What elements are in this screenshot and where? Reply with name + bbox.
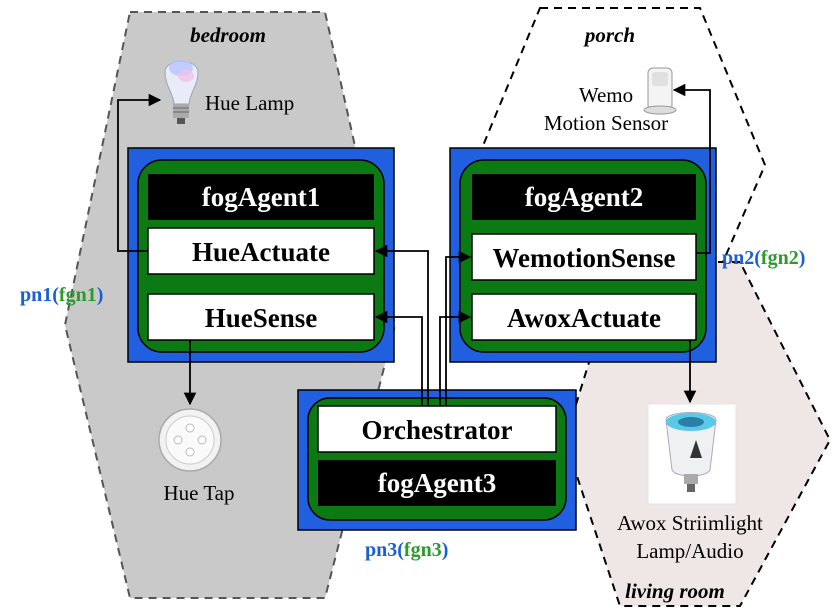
huesense-component <box>147 293 375 341</box>
arrow-wemo-link <box>672 83 711 254</box>
fogagent2-title: fogAgent2 <box>525 182 643 212</box>
hue-lamp-icon <box>164 60 199 124</box>
wemotionsense-label: WemotionSense <box>492 243 675 273</box>
arrow-orch-to-awox <box>439 310 472 406</box>
awoxactuate-component <box>471 293 697 341</box>
bedroom-label: bedroom <box>190 23 266 47</box>
arrow-hueactuate-to-lamp <box>117 93 162 252</box>
arrow-orch-to-wemotion <box>445 250 472 406</box>
awoxactuate-label: AwoxActuate <box>507 303 661 333</box>
hueactuate-label: HueActuate <box>192 237 330 267</box>
physical-node-pn1: fogAgent1 HueActuate HueSense <box>127 147 395 363</box>
arrow-orch-to-hueactuate <box>374 244 429 406</box>
fogagent1-title: fogAgent1 <box>202 182 320 212</box>
huesense-label: HueSense <box>205 303 318 333</box>
awox-label-line2: Lamp/Audio <box>636 539 743 563</box>
wemo-motion-sensor-icon <box>643 67 677 115</box>
orchestrator-label: Orchestrator <box>362 415 513 445</box>
node-label-pn3: pn3(fgn3) <box>365 539 448 561</box>
wemo-label-line2: Motion Sensor <box>544 111 668 135</box>
node-label-pn2: pn2(fgn2) <box>722 247 805 269</box>
wemotionsense-component <box>471 233 697 281</box>
arrow-orch-to-huesense <box>374 310 423 406</box>
physical-node-pn3: Orchestrator fogAgent3 <box>297 389 577 531</box>
awox-label-line1: Awox Striimlight <box>617 511 763 535</box>
fogagent3-title: fogAgent3 <box>378 468 496 498</box>
hueactuate-component <box>147 227 375 275</box>
awox-striimlight-icon <box>647 403 737 505</box>
hue-tap-icon <box>158 408 222 472</box>
hue-lamp-label: Hue Lamp <box>205 91 294 115</box>
node-label-pn1: pn1(fgn1) <box>20 284 103 306</box>
orchestrator-component <box>317 405 557 453</box>
physical-node-pn2: fogAgent2 WemotionSense AwoxActuate <box>449 147 717 363</box>
wemo-label-line1: Wemo <box>579 83 633 107</box>
porch-label: porch <box>583 23 635 47</box>
hue-tap-label: Hue Tap <box>163 481 234 505</box>
living-room-label: living room <box>625 579 725 603</box>
